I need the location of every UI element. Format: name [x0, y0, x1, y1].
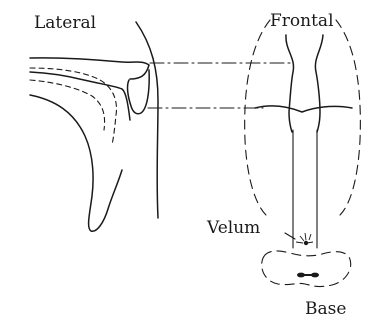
label-frontal: Frontal — [270, 11, 334, 31]
label-lateral: Lateral — [34, 13, 96, 33]
base-outline — [262, 251, 351, 287]
frontal-aperture-right — [315, 35, 323, 132]
lateral-dashed-contour-inner — [30, 80, 105, 130]
base-view — [262, 251, 351, 287]
velum-marker — [285, 233, 313, 245]
frontal-outer-dashed-left — [245, 20, 270, 215]
frontal-view — [245, 20, 361, 248]
projection-lines — [148, 63, 294, 108]
lateral-face-profile — [136, 22, 158, 218]
lateral-tip — [128, 70, 150, 114]
frontal-aperture-left — [286, 35, 294, 132]
base-constriction — [297, 273, 319, 278]
lateral-lower-surface — [30, 72, 130, 120]
lateral-dashed-contour-outer — [30, 68, 116, 145]
frontal-lip-line — [255, 106, 352, 112]
lateral-jaw-contour — [30, 95, 122, 231]
label-base: Base — [305, 299, 346, 319]
label-velum: Velum — [206, 218, 260, 238]
frontal-outer-dashed-right — [336, 20, 360, 215]
velum-dot — [304, 241, 308, 245]
lateral-view — [30, 22, 158, 231]
